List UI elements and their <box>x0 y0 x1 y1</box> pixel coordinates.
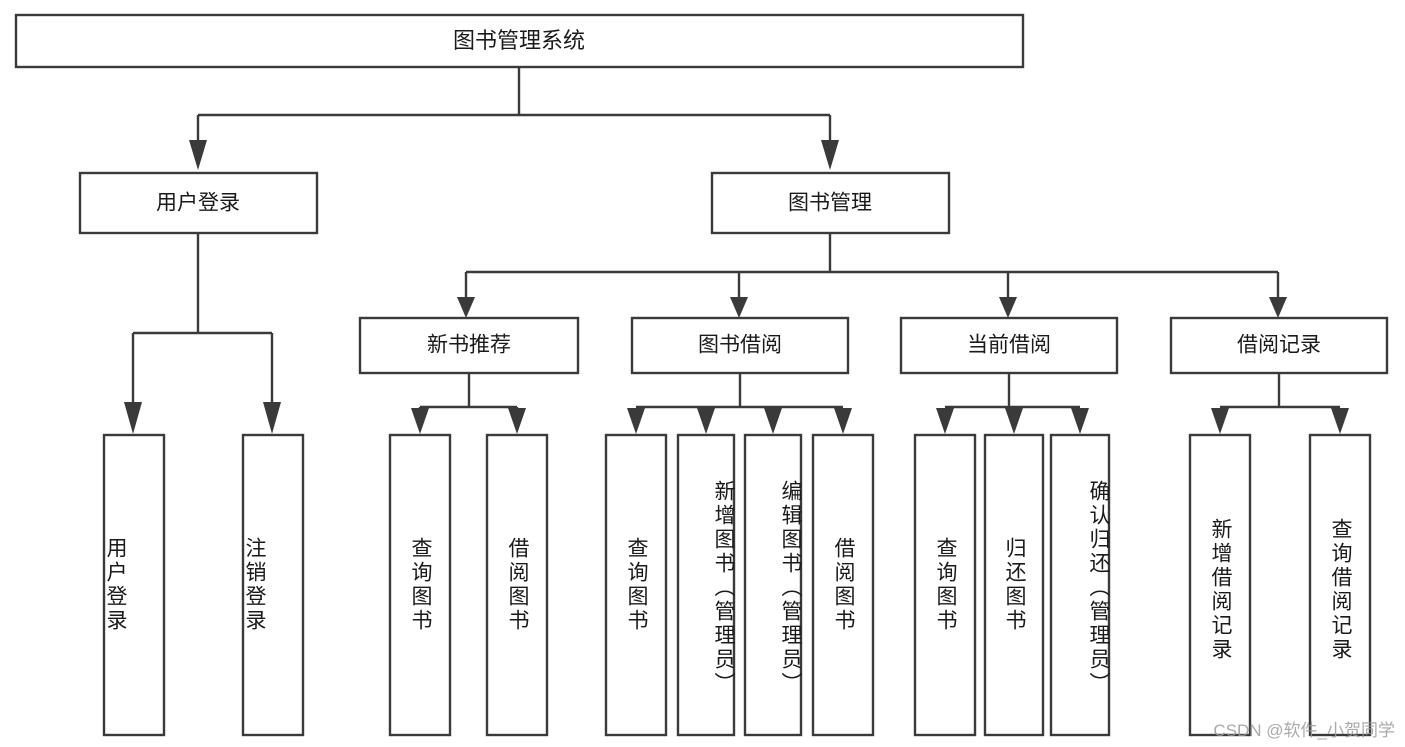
leaf-box-query-books-current[interactable] <box>913 433 977 737</box>
arrow-bookborrow-leaf4 <box>834 408 852 434</box>
arrow-login-leaf2 <box>263 402 281 434</box>
arrow-currentborrow-leaf1 <box>936 408 954 434</box>
arrow-bookmgmt-c4 <box>1269 297 1287 318</box>
book-management-box[interactable] <box>710 171 951 235</box>
borrow-records-label: 借阅记录 <box>1237 334 1321 357</box>
node-root[interactable]: 图书管理系统 <box>14 13 1025 69</box>
current-borrow-box[interactable] <box>899 316 1119 375</box>
node-new-book-recommend[interactable]: 新书推荐 <box>358 316 580 375</box>
leaf-box-query-books-rec[interactable] <box>388 433 452 737</box>
arrow-borrowrec-leaf2 <box>1331 408 1349 434</box>
arrow-bookborrow-leaf2 <box>697 408 715 434</box>
node-book-borrow[interactable]: 图书借阅 <box>630 316 850 375</box>
leaf-box-logout[interactable] <box>241 433 305 737</box>
book-borrow-box[interactable] <box>630 316 850 375</box>
arrow-newbook-leaf1 <box>411 408 429 434</box>
book-borrow-label: 图书借阅 <box>698 334 782 357</box>
root-label: 图书管理系统 <box>453 28 585 53</box>
arrow-root-to-login <box>189 140 207 170</box>
arrow-bookmgmt-c3 <box>999 297 1017 318</box>
arrow-bookmgmt-c1 <box>457 297 475 318</box>
arrow-currentborrow-leaf3 <box>1071 408 1089 434</box>
arrow-newbook-leaf2 <box>508 408 526 434</box>
leaf-box-borrow-books-rec[interactable] <box>485 433 549 737</box>
leaf-box-confirm-return-admin[interactable] <box>1049 433 1111 737</box>
leaf-box-add-book-admin[interactable] <box>676 433 736 737</box>
book-management-label: 图书管理 <box>788 192 872 215</box>
arrow-currentborrow-leaf2 <box>1005 408 1023 434</box>
borrow-records-box[interactable] <box>1169 316 1389 375</box>
new-book-recommend-label: 新书推荐 <box>427 334 511 357</box>
leaf-box-edit-book-admin[interactable] <box>743 433 803 737</box>
current-borrow-label: 当前借阅 <box>967 334 1051 357</box>
leaf-box-borrow-books[interactable] <box>811 433 875 737</box>
root-box[interactable] <box>14 13 1025 69</box>
arrow-bookmgmt-c2 <box>730 297 748 318</box>
arrow-bookborrow-leaf3 <box>764 408 782 434</box>
arrow-borrowrec-leaf1 <box>1211 408 1229 434</box>
leaf-box-return-books[interactable] <box>983 433 1045 737</box>
user-login-label: 用户登录 <box>156 192 240 215</box>
csdn-watermark: CSDN @软件_小贺同学 <box>1213 721 1395 740</box>
node-user-login[interactable]: 用户登录 <box>78 171 319 235</box>
node-book-management[interactable]: 图书管理 <box>710 171 951 235</box>
new-book-recommend-box[interactable] <box>358 316 580 375</box>
leaf-box-query-books-borrow[interactable] <box>604 433 668 737</box>
arrow-bookborrow-leaf1 <box>627 408 645 434</box>
leaf-box-query-borrow-record[interactable] <box>1308 433 1372 737</box>
node-borrow-records[interactable]: 借阅记录 <box>1169 316 1389 375</box>
leaf-box-add-borrow-record[interactable] <box>1188 433 1252 737</box>
arrow-login-leaf1 <box>124 402 142 434</box>
arrow-root-to-bookmgmt <box>821 140 839 170</box>
node-current-borrow[interactable]: 当前借阅 <box>899 316 1119 375</box>
leaf-box-user-login[interactable] <box>102 433 166 737</box>
